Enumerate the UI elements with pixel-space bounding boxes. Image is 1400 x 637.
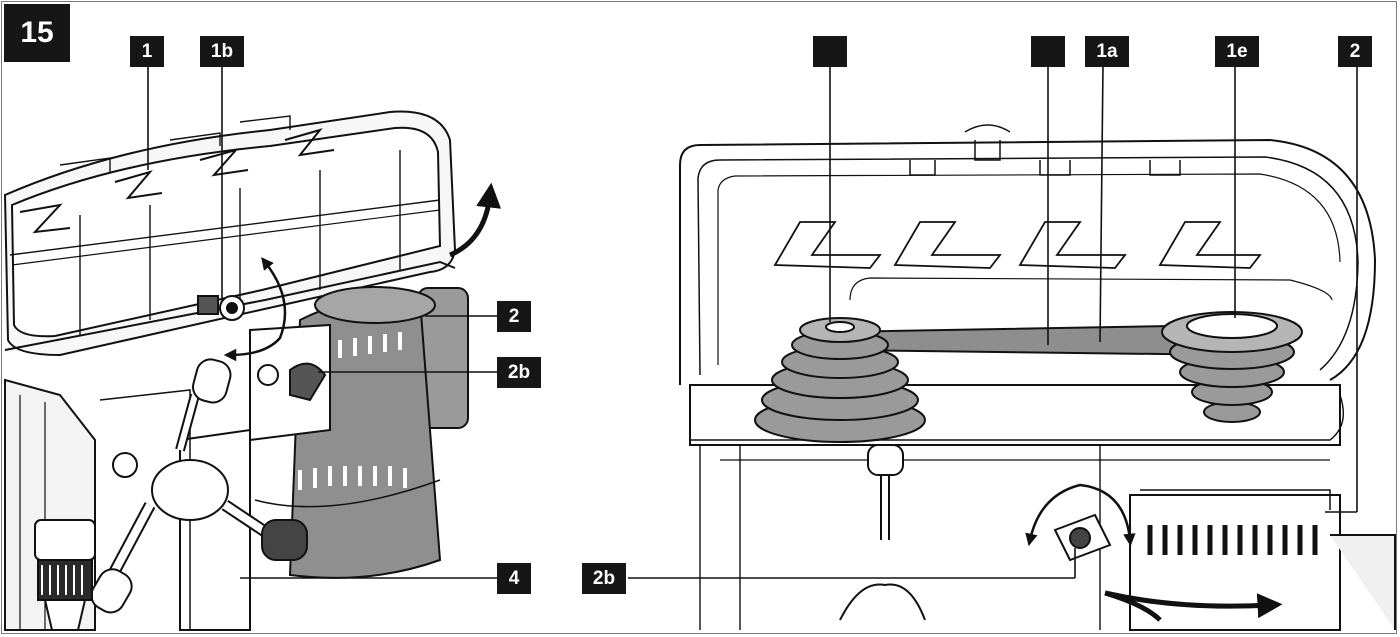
drill-chuck bbox=[34, 519, 96, 631]
right-leader-lines bbox=[628, 64, 1358, 579]
callout-2b: 2b bbox=[497, 357, 541, 388]
callout-blank-1 bbox=[813, 36, 847, 67]
callout-blank-2 bbox=[1031, 36, 1065, 67]
open-arrow-icon bbox=[448, 182, 502, 258]
motor-pulley bbox=[1161, 311, 1303, 423]
spindle-pulley bbox=[754, 317, 926, 443]
callout-1: 1 bbox=[130, 36, 164, 67]
callout-1a: 1a bbox=[1085, 36, 1129, 67]
double-arrow-icon bbox=[1104, 593, 1270, 620]
callout-1b: 1b bbox=[200, 36, 244, 67]
belt-cover-lid bbox=[3, 110, 457, 357]
callout-1e: 1e bbox=[1215, 36, 1259, 67]
rotate-arrow-icon bbox=[223, 257, 287, 362]
motor-right bbox=[1129, 489, 1396, 631]
right-panel bbox=[628, 64, 1396, 631]
left-panel bbox=[3, 65, 502, 631]
callout-2: 2 bbox=[497, 301, 531, 332]
left-leader-lines bbox=[147, 65, 497, 579]
figure-number: 15 bbox=[4, 4, 70, 62]
callout-2b-right: 2b bbox=[582, 563, 626, 594]
feed-handles bbox=[90, 358, 308, 614]
motor-left bbox=[254, 286, 469, 579]
callout-4: 4 bbox=[497, 563, 531, 594]
rotate-arrow-icon bbox=[1025, 483, 1136, 547]
callout-2-right: 2 bbox=[1338, 36, 1372, 67]
